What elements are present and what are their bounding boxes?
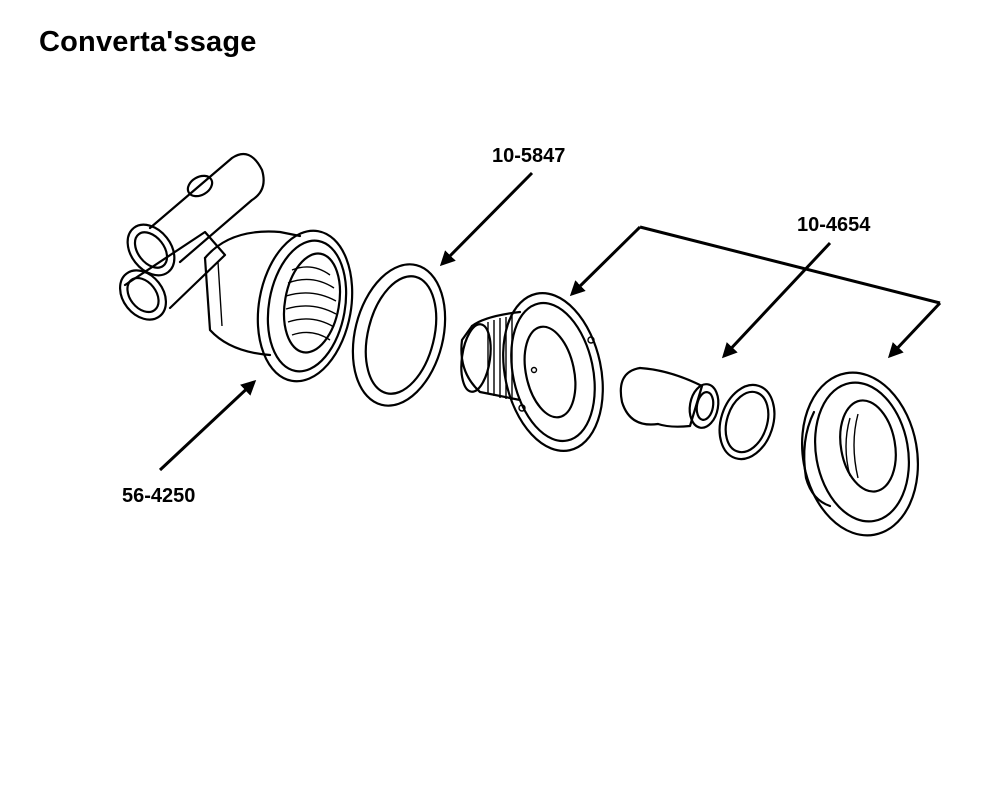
leader-escutcheon xyxy=(887,301,942,359)
face-escutcheon xyxy=(800,371,920,537)
page-title: Converta'ssage xyxy=(39,26,257,58)
callout-arrows xyxy=(158,171,942,472)
o-ring xyxy=(718,383,776,461)
leader-10-4654 xyxy=(721,241,832,359)
eyeball-nozzle xyxy=(619,366,720,429)
jet-body-housing xyxy=(118,152,354,383)
leader-bracket xyxy=(639,225,941,305)
leader-fitting xyxy=(569,225,642,297)
leader-56-4250 xyxy=(158,379,257,472)
leader-10-5847 xyxy=(439,171,534,267)
threaded-wall-fitting xyxy=(460,292,604,452)
callout-10-5847: 10-5847 xyxy=(492,145,565,167)
gasket-ring xyxy=(351,263,447,407)
callout-56-4250: 56-4250 xyxy=(122,485,195,507)
callout-10-4654: 10-4654 xyxy=(797,214,871,236)
